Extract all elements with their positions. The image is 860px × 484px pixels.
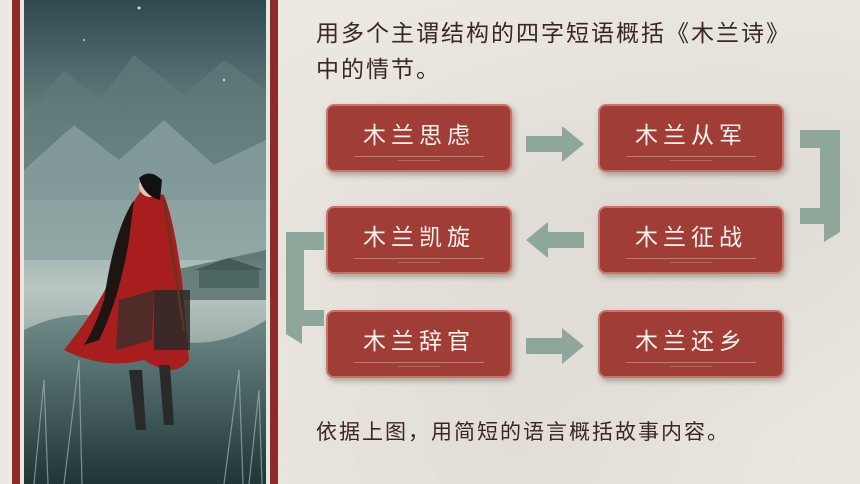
box-divider-short bbox=[670, 160, 712, 161]
flow-box-label: 木兰还乡 bbox=[635, 329, 747, 355]
flow-box-2: 木兰从军 bbox=[598, 104, 784, 172]
flow-box-label: 木兰从军 bbox=[635, 123, 747, 149]
illustration-mat bbox=[20, 0, 270, 484]
box-divider bbox=[354, 258, 484, 259]
illustration-frame bbox=[12, 0, 278, 484]
arrow-right-icon bbox=[526, 328, 584, 364]
flow-box-label: 木兰思虑 bbox=[363, 123, 475, 149]
bracket-connector-right-icon bbox=[800, 130, 840, 242]
arrow-right-icon bbox=[526, 126, 584, 162]
box-divider-short bbox=[398, 160, 440, 161]
flow-box-1: 木兰思虑 bbox=[326, 104, 512, 172]
flow-box-5: 木兰辞官 bbox=[326, 310, 512, 378]
bracket-connector-left-icon bbox=[286, 232, 324, 344]
task-heading: 用多个主谓结构的四字短语概括《木兰诗》 中的情节。 bbox=[316, 16, 846, 88]
box-divider-short bbox=[398, 262, 440, 263]
flow-box-6: 木兰还乡 bbox=[598, 310, 784, 378]
box-divider bbox=[626, 258, 756, 259]
mulan-illustration bbox=[24, 0, 266, 484]
flow-box-label: 木兰凯旋 bbox=[363, 225, 475, 251]
box-divider bbox=[626, 362, 756, 363]
box-divider bbox=[354, 156, 484, 157]
box-divider bbox=[626, 156, 756, 157]
flow-box-3: 木兰征战 bbox=[598, 206, 784, 274]
mulan-scene-svg bbox=[24, 0, 266, 484]
flow-box-4: 木兰凯旋 bbox=[326, 206, 512, 274]
flow-box-label: 木兰辞官 bbox=[363, 329, 475, 355]
box-divider-short bbox=[398, 366, 440, 367]
heading-line-1: 用多个主谓结构的四字短语概括《木兰诗》 bbox=[316, 21, 791, 47]
heading-line-2: 中的情节。 bbox=[316, 57, 441, 83]
box-divider-short bbox=[670, 366, 712, 367]
arrow-left-icon bbox=[526, 222, 584, 258]
box-divider bbox=[354, 362, 484, 363]
flow-box-label: 木兰征战 bbox=[635, 225, 747, 251]
task-instruction: 依据上图，用简短的语言概括故事内容。 bbox=[316, 420, 730, 444]
box-divider-short bbox=[670, 262, 712, 263]
